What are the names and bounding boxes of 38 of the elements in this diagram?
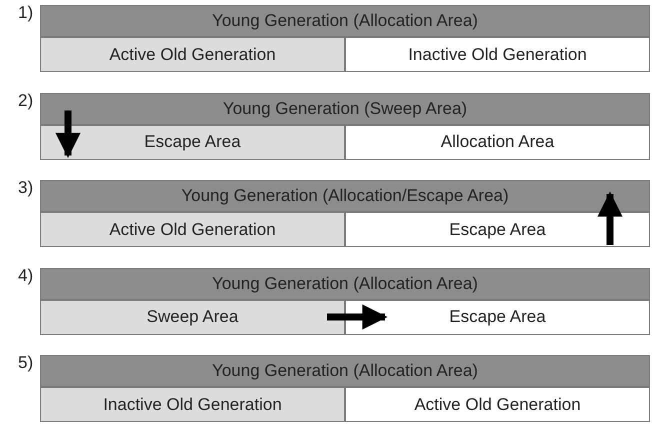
area-label: Escape Area bbox=[449, 307, 546, 327]
area-label: Allocation Area bbox=[440, 132, 554, 152]
memory-area bbox=[345, 387, 650, 422]
area-label: Young Generation (Allocation Area) bbox=[212, 361, 478, 381]
area-label: Young Generation (Allocation/Escape Area) bbox=[181, 186, 509, 206]
generation-bar bbox=[40, 268, 650, 300]
step-number: 5) bbox=[18, 353, 34, 373]
arrow bbox=[597, 191, 623, 245]
area-label: Sweep Area bbox=[146, 307, 238, 327]
area-label: Escape Area bbox=[449, 220, 546, 240]
arrow bbox=[327, 304, 388, 330]
memory-area bbox=[40, 124, 345, 160]
memory-area bbox=[40, 212, 345, 247]
generation-bar bbox=[40, 92, 650, 124]
memory-area bbox=[40, 37, 345, 72]
generation-bar bbox=[40, 355, 650, 387]
step-number: 1) bbox=[18, 3, 34, 23]
area-label: Young Generation (Allocation Area) bbox=[212, 11, 478, 31]
area-label: Inactive Old Generation bbox=[408, 44, 587, 64]
memory-area bbox=[345, 37, 650, 72]
memory-area bbox=[40, 300, 345, 334]
step-number: 3) bbox=[18, 178, 34, 198]
arrow bbox=[55, 110, 81, 158]
area-label: Active Old Generation bbox=[109, 44, 276, 64]
memory-area bbox=[345, 300, 650, 334]
generation-bar bbox=[40, 180, 650, 212]
memory-area bbox=[345, 124, 650, 160]
step-number: 4) bbox=[18, 266, 34, 286]
area-label: Active Old Generation bbox=[414, 394, 581, 414]
area-label: Escape Area bbox=[144, 132, 241, 152]
area-label: Active Old Generation bbox=[109, 220, 276, 240]
memory-area bbox=[345, 212, 650, 247]
area-label: Inactive Old Generation bbox=[103, 394, 282, 414]
generation-bar bbox=[40, 5, 650, 37]
area-label: Young Generation (Sweep Area) bbox=[222, 98, 468, 118]
memory-area bbox=[40, 387, 345, 422]
step-number: 2) bbox=[18, 90, 34, 110]
area-label: Young Generation (Allocation Area) bbox=[212, 274, 478, 294]
